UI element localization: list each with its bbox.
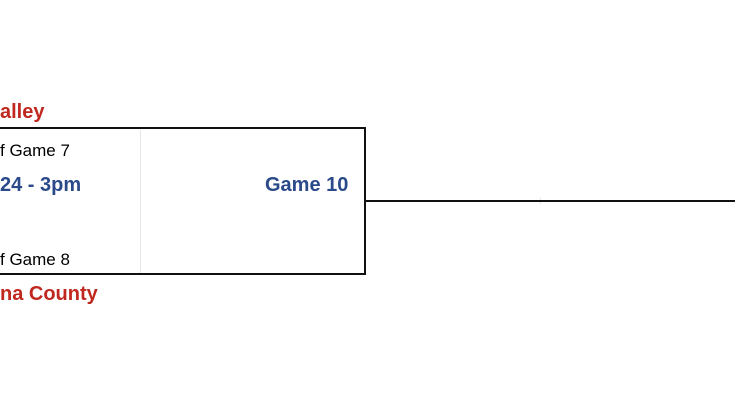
top-team-name: alley	[0, 101, 45, 123]
bottom-slot-label: f Game 8	[0, 250, 70, 269]
game-label: Game 10	[265, 174, 349, 196]
bracket-advance-line	[364, 200, 735, 202]
game-date-time: 24 - 3pm	[0, 174, 82, 196]
top-slot-label: f Game 7	[0, 141, 70, 160]
bracket-top-line	[0, 127, 366, 129]
bracket-bottom-line	[0, 273, 366, 275]
cell-gridline	[140, 130, 141, 274]
bottom-team-name: na County	[0, 283, 98, 305]
